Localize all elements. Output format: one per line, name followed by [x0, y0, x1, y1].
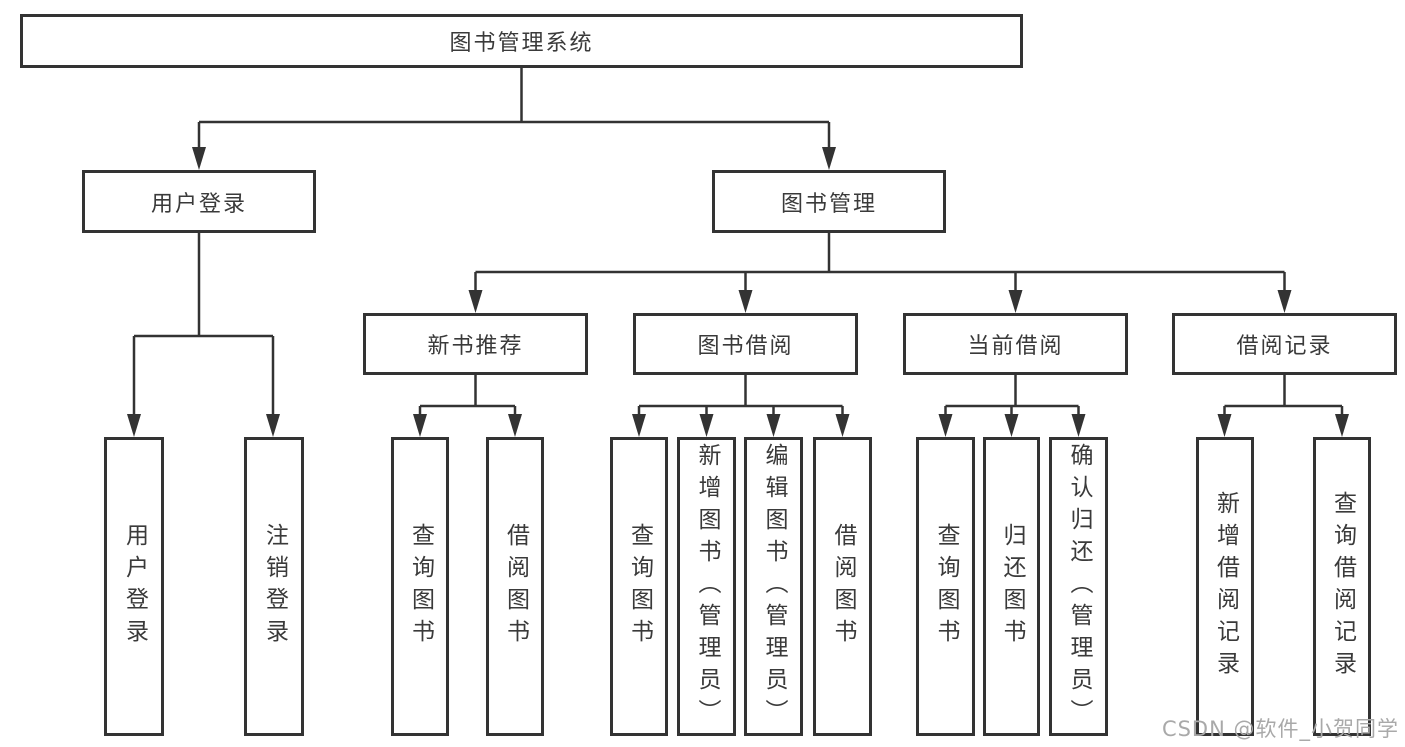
- leaf-label: 借阅图书: [502, 522, 529, 651]
- arrowheads: [127, 147, 1349, 437]
- leaf-label: 借阅图书: [830, 522, 856, 651]
- node-label: 图书管理系统: [449, 31, 594, 56]
- node-label: 借阅记录: [1236, 334, 1333, 359]
- leaf-label: 归还图书: [999, 522, 1025, 651]
- leaf-query-books-borrowing: 查询图书: [610, 437, 668, 736]
- leaf-borrow-books-recommendation: 借阅图书: [486, 437, 544, 736]
- node-book-borrowing: 图书借阅: [633, 313, 858, 375]
- leaf-return-books: 归还图书: [983, 437, 1040, 736]
- leaf-label: 新增借阅记录: [1212, 490, 1239, 683]
- node-book-management: 图书管理: [712, 170, 946, 233]
- leaf-confirm-return-admin: 确认归还（管理员）: [1049, 437, 1108, 736]
- leaf-user-login: 用户登录: [104, 437, 164, 736]
- node-label: 当前借阅: [967, 334, 1064, 359]
- node-current-borrowing: 当前借阅: [903, 313, 1128, 375]
- node-borrowing-records: 借阅记录: [1172, 313, 1397, 375]
- leaf-logout: 注销登录: [244, 437, 304, 736]
- leaf-add-borrowing-record: 新增借阅记录: [1196, 437, 1254, 736]
- node-label: 图书借阅: [697, 334, 794, 359]
- leaf-query-books-current: 查询图书: [916, 437, 975, 736]
- node-label: 图书管理: [780, 191, 877, 217]
- leaf-label: 查询图书: [407, 522, 434, 651]
- leaf-query-books-recommendation: 查询图书: [391, 437, 449, 736]
- leaf-label: 确认归还（管理员）: [1066, 442, 1092, 731]
- leaf-label: 用户登录: [121, 522, 148, 651]
- leaf-edit-books-admin: 编辑图书（管理员）: [744, 437, 803, 736]
- leaf-query-borrowing-record: 查询借阅记录: [1313, 437, 1371, 736]
- node-label: 新书推荐: [427, 334, 524, 359]
- csdn-watermark: CSDN @软件_小贺同学: [1161, 717, 1399, 741]
- node-label: 用户登录: [150, 191, 247, 217]
- node-library-management-system: 图书管理系统: [20, 14, 1023, 68]
- leaf-label: 查询借阅记录: [1329, 490, 1356, 683]
- leaf-label: 新增图书（管理员）: [694, 442, 720, 731]
- leaf-label: 查询图书: [626, 522, 653, 651]
- leaf-borrow-books-borrowing: 借阅图书: [813, 437, 872, 736]
- leaf-label: 查询图书: [933, 522, 959, 651]
- node-new-book-recommendation: 新书推荐: [363, 313, 588, 375]
- leaf-add-books-admin: 新增图书（管理员）: [677, 437, 736, 736]
- leaf-label: 编辑图书（管理员）: [761, 442, 787, 731]
- leaf-label: 注销登录: [261, 522, 288, 651]
- node-user-login: 用户登录: [82, 170, 316, 233]
